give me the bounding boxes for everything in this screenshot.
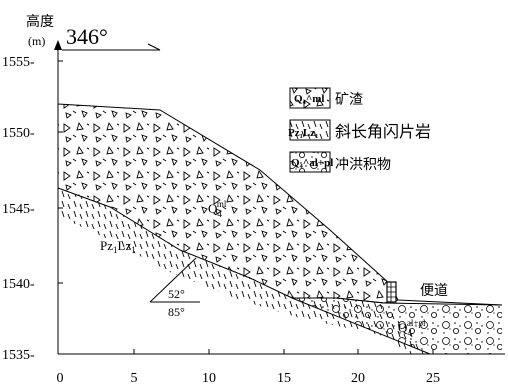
- x-tick-label: 25: [426, 371, 440, 386]
- road-label: 便道: [420, 283, 448, 299]
- legend-swatch-slag: [289, 87, 331, 109]
- y-tick-label: 1545-: [2, 202, 35, 217]
- dip-angle-top: 52°: [168, 287, 185, 301]
- x-tick-label: 0: [57, 371, 64, 386]
- y-tick-label: 1550-: [2, 126, 35, 141]
- y-axis-title: 高度: [26, 13, 54, 30]
- y-axis-arrow-icon: [54, 40, 62, 50]
- direction-indicator: 346°: [62, 24, 161, 51]
- legend-swatch-alluvium: [289, 151, 331, 173]
- legend-label: 冲洪积物: [335, 157, 391, 173]
- x-tick-label: 5: [131, 371, 138, 386]
- x-tick-label: 15: [277, 371, 291, 386]
- slag-layer: [57, 103, 399, 304]
- alluvium-unit-label: Q4al+pl: [398, 318, 426, 338]
- y-tick-label: 1535-: [2, 348, 35, 363]
- y-tick-label: 1555-: [2, 55, 35, 70]
- legend-label: 矿渣: [335, 92, 363, 108]
- schist-layer: [58, 188, 430, 354]
- legend: Q₄^ml 矿渣 Pz₁Lz₁ 斜长角闪片岩 Q₄^al+pl 冲洪积物: [288, 87, 431, 173]
- legend-symbol: Q₄^ml: [294, 93, 324, 105]
- y-axis-unit: (m): [28, 34, 45, 48]
- legend-swatch-schist: [289, 119, 331, 141]
- legend-label: 斜长角闪片岩: [335, 123, 431, 141]
- direction-arrow-icon: [147, 43, 161, 51]
- x-tick-label: 10: [202, 371, 216, 386]
- direction-label: 346°: [66, 24, 108, 49]
- x-tick-label: 20: [351, 371, 365, 386]
- slag-unit-label: Q4ml: [208, 199, 227, 219]
- dip-angle-bottom: 85°: [168, 305, 185, 319]
- y-tick-label: 1540-: [2, 277, 35, 292]
- legend-symbol: Q₄^al+pl: [291, 157, 333, 169]
- legend-symbol: Pz₁Lz₁: [288, 127, 318, 139]
- dip-symbol: 52° 85°: [149, 257, 200, 319]
- schist-unit-label: Pz1Lz1: [100, 238, 136, 255]
